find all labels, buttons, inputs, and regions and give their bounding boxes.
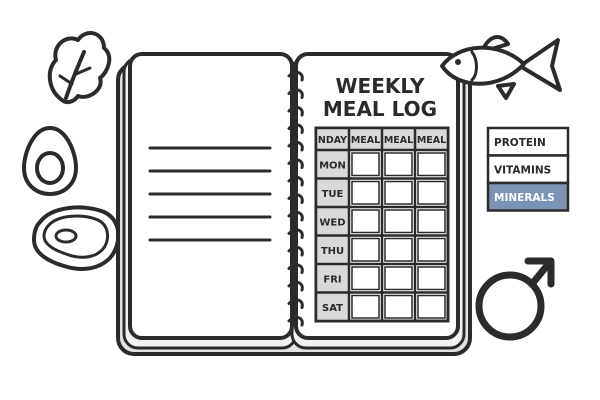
meal-cell[interactable] (417, 294, 446, 319)
spiral-ring (287, 140, 304, 152)
meal-cell[interactable] (417, 152, 446, 177)
nutrient-list: PROTEIN VITAMINS MINERALS (486, 126, 570, 212)
nutrient-label: MINERALS (494, 192, 555, 204)
meal-column-header: MEAL (384, 135, 413, 146)
spiral-ring (287, 193, 304, 204)
male-symbol-icon (475, 257, 555, 341)
spiral-ring (287, 210, 304, 222)
spiral-ring (287, 88, 304, 99)
meal-cell[interactable] (384, 294, 413, 319)
steak-icon (32, 205, 121, 271)
spiral-ring (287, 70, 304, 82)
meal-cell[interactable] (351, 237, 380, 262)
meal-cell[interactable] (417, 180, 446, 205)
spiral-binding (287, 70, 304, 327)
meal-cell[interactable] (417, 266, 446, 291)
meal-log-table: NDAY MEAL MEAL MEAL MON TUE WED THU FRI SAT (314, 126, 450, 323)
spiral-ring (287, 245, 304, 257)
fish-icon (440, 35, 562, 100)
spiral-ring (287, 123, 304, 134)
day-label-sat: SAT (322, 303, 343, 314)
meal-column-header: MEAL (417, 135, 446, 146)
meal-cell[interactable] (384, 266, 413, 291)
day-label-thu: THU (321, 246, 344, 257)
meal-cell[interactable] (384, 237, 413, 262)
meal-column-header: MEAL (351, 135, 380, 146)
spiral-ring (287, 280, 304, 292)
meal-cell[interactable] (417, 209, 446, 234)
meal-cell[interactable] (351, 180, 380, 205)
meal-cell[interactable] (384, 180, 413, 205)
nutrient-label: VITAMINS (494, 164, 551, 176)
meal-cell[interactable] (417, 237, 446, 262)
title-line-1: WEEKLY (336, 74, 426, 98)
meal-cell[interactable] (384, 209, 413, 234)
meal-cell[interactable] (351, 152, 380, 177)
left-page (128, 52, 294, 340)
day-label-tue: TUE (322, 189, 344, 200)
egg-icon (21, 125, 79, 197)
spiral-ring (287, 175, 304, 187)
day-label-wed: WED (319, 217, 345, 228)
nutrient-item-minerals[interactable] (486, 181, 570, 212)
meal-cell[interactable] (351, 294, 380, 319)
nutrient-label: PROTEIN (494, 137, 546, 149)
spiral-ring (287, 263, 304, 274)
meal-cell[interactable] (384, 152, 413, 177)
day-column-header: NDAY (318, 135, 347, 146)
spiral-ring (287, 228, 304, 239)
day-label-fri: FRI (323, 274, 341, 285)
spiral-ring (287, 298, 304, 309)
left-page-lines (148, 146, 272, 242)
day-label-mon: MON (319, 160, 346, 171)
spiral-ring (287, 158, 304, 169)
spiral-ring (287, 315, 304, 327)
meal-cell[interactable] (351, 266, 380, 291)
title-line-2: MEAL LOG (323, 97, 437, 121)
notebook: WEEKLY MEAL LOG NDAY MEAL MEAL MEAL MON TUE WE… (116, 52, 472, 356)
spiral-ring (287, 105, 304, 117)
meal-cell[interactable] (351, 209, 380, 234)
lettuce-icon (47, 31, 112, 105)
